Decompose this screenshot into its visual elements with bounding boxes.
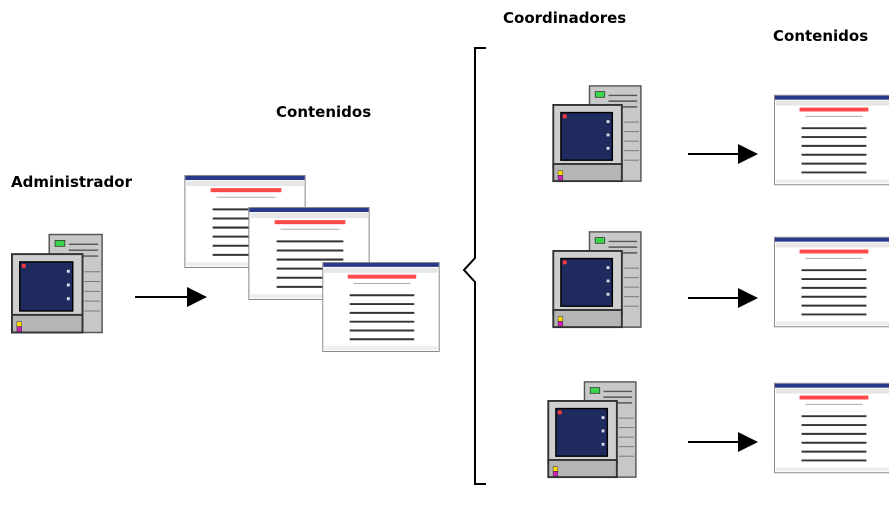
contenidos-label-right: Contenidos bbox=[773, 27, 869, 45]
coordinador-computer-icon bbox=[547, 380, 637, 479]
document-window-icon bbox=[321, 262, 441, 352]
document-window-icon bbox=[774, 382, 889, 474]
coordinador-computer-icon bbox=[552, 230, 642, 329]
contenidos-label-main: Contenidos bbox=[276, 103, 372, 121]
coordinadores-label: Coordinadores bbox=[503, 9, 627, 27]
document-window-icon bbox=[774, 236, 889, 328]
administrador-label: Administrador bbox=[11, 173, 132, 191]
administrador-computer-icon bbox=[10, 233, 104, 334]
document-window-icon bbox=[774, 94, 889, 186]
bracket-icon bbox=[462, 47, 486, 485]
coordinador-computer-icon bbox=[552, 84, 642, 183]
